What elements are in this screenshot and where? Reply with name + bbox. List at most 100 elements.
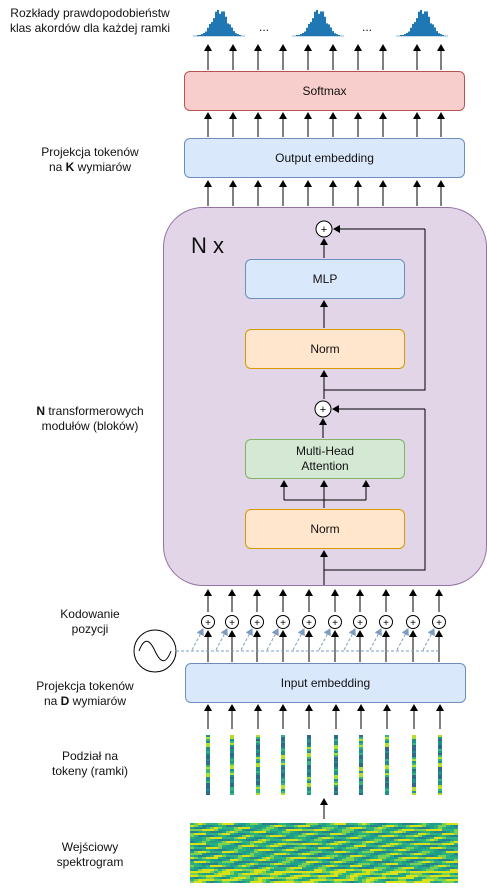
- spectrogram-cell: [322, 875, 326, 877]
- spectrogram-cell: [422, 827, 426, 829]
- spectrogram-cell: [346, 859, 350, 861]
- token-cell: [412, 763, 416, 765]
- spectrogram-cell: [222, 869, 226, 871]
- token-cell: [307, 767, 311, 769]
- spectrogram-cell: [266, 877, 270, 879]
- spectrogram-cell: [410, 881, 414, 883]
- spectrogram-cell: [190, 829, 194, 831]
- spectrogram-cell: [374, 841, 378, 843]
- spectrogram-cell: [406, 831, 410, 833]
- spectrogram-cell: [410, 847, 414, 849]
- spectrogram-cell: [406, 851, 410, 853]
- spectrogram-cell: [322, 881, 326, 883]
- spectrogram-cell: [190, 879, 194, 881]
- spectrogram-cell: [222, 843, 226, 845]
- spectrogram-cell: [406, 829, 410, 831]
- spectrogram-cell: [418, 829, 422, 831]
- spectrogram-cell: [414, 853, 418, 855]
- spectrogram-cell: [318, 849, 322, 851]
- spectrogram-cell: [330, 875, 334, 877]
- spectrogram-cell: [430, 855, 434, 857]
- spectrogram-cell: [190, 875, 194, 877]
- spectrogram-cell: [310, 839, 314, 841]
- spectrogram-cell: [210, 839, 214, 841]
- spectrogram-cell: [394, 865, 398, 867]
- spectrogram-cell: [278, 833, 282, 835]
- spectrogram-cell: [338, 835, 342, 837]
- spectrogram-cell: [446, 843, 450, 845]
- spectrogram-cell: [326, 843, 330, 845]
- spectrogram-cell: [278, 881, 282, 883]
- spectrogram-cell: [238, 867, 242, 869]
- spectrogram-cell: [274, 831, 278, 833]
- spectrogram-cell: [326, 859, 330, 861]
- spectrogram-cell: [282, 823, 286, 825]
- histogram-bar: [229, 24, 231, 36]
- spectrogram-cell: [366, 849, 370, 851]
- spectrogram-cell: [242, 867, 246, 869]
- spectrogram-cell: [278, 837, 282, 839]
- spectrogram-cell: [266, 865, 270, 867]
- spectrogram-cell: [222, 855, 226, 857]
- spectrogram-cell: [290, 831, 294, 833]
- token-cell: [359, 735, 363, 737]
- spectrogram-cell: [314, 879, 318, 881]
- spectrogram-cell: [258, 855, 262, 857]
- spectrogram-cell: [202, 873, 206, 875]
- spectrogram-cell: [454, 829, 458, 831]
- histogram-bar: [334, 33, 336, 36]
- spectrogram-cell: [254, 849, 258, 851]
- spectrogram-cell: [262, 875, 266, 877]
- spectrogram-cell: [190, 831, 194, 833]
- spectrogram-cell: [218, 875, 222, 877]
- histogram-bar: [211, 22, 213, 36]
- spectrogram-cell: [198, 825, 202, 827]
- histogram-bar: [336, 34, 338, 36]
- spectrogram-cell: [298, 859, 302, 861]
- spectrogram-cell: [210, 849, 214, 851]
- spectrogram-cell: [378, 857, 382, 859]
- spectrogram-cell: [422, 845, 426, 847]
- spectrogram-cell: [266, 847, 270, 849]
- spectrogram-cell: [366, 871, 370, 873]
- spectrogram-cell: [402, 837, 406, 839]
- spectrogram-cell: [430, 857, 434, 859]
- spectrogram-cell: [450, 863, 454, 865]
- token-cell: [359, 775, 363, 777]
- spectrogram-cell: [310, 837, 314, 839]
- spectrogram-cell: [258, 879, 262, 881]
- spectrogram-cell: [418, 873, 422, 875]
- spectrogram-cell: [410, 833, 414, 835]
- spectrogram-cell: [242, 851, 246, 853]
- spectrogram-cell: [430, 827, 434, 829]
- spectrogram-cell: [418, 859, 422, 861]
- spectrogram-cell: [346, 865, 350, 867]
- spectrogram-cell: [390, 861, 394, 863]
- spectrogram-cell: [374, 863, 378, 865]
- spectrogram-cell: [234, 825, 238, 827]
- spectrogram-cell: [402, 869, 406, 871]
- spectrogram-cell: [450, 871, 454, 873]
- spectrogram-cell: [358, 831, 362, 833]
- spectrogram-cell: [202, 869, 206, 871]
- spectrogram-cell: [214, 863, 218, 865]
- spectrogram-cell: [398, 865, 402, 867]
- spectrogram-cell: [326, 825, 330, 827]
- spectrogram-cell: [386, 853, 390, 855]
- spectrogram-cell: [202, 831, 206, 833]
- spectrogram-cell: [426, 867, 430, 869]
- spectrogram-cell: [330, 857, 334, 859]
- spectrogram-cell: [226, 879, 230, 881]
- spectrogram-cell: [426, 879, 430, 881]
- spectrogram-cell: [206, 835, 210, 837]
- spectrogram-cell: [438, 877, 442, 879]
- spectrogram-cell: [282, 845, 286, 847]
- token-cell: [281, 757, 285, 759]
- spectrogram-cell: [334, 827, 338, 829]
- token-cell: [334, 785, 338, 787]
- spectrogram-cell: [306, 831, 310, 833]
- token-cell: [412, 745, 416, 747]
- n-times-label: N x: [191, 233, 224, 258]
- spectrogram-cell: [438, 857, 442, 859]
- spectrogram-cell: [198, 829, 202, 831]
